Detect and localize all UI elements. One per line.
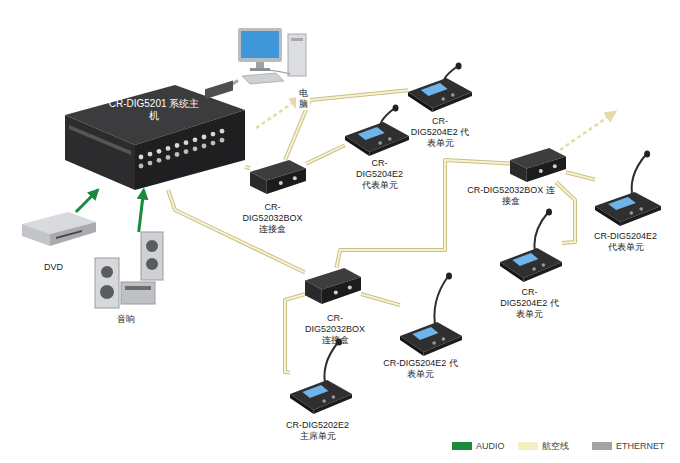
legend-text: ETHERNET — [616, 441, 665, 452]
chairman-unit: CR-DIG5202E2 主席单元 — [290, 338, 352, 414]
cable-outline — [245, 167, 250, 169]
device-label: CR-DIG5204E2 代表单元 — [408, 116, 472, 149]
cable-connector — [245, 167, 250, 169]
connection-box: CR-DIG52032BOX 连接盒 — [305, 268, 361, 304]
device-label: CR-DIG5204E2 代表单元 — [590, 231, 661, 253]
extension-cable — [560, 112, 615, 150]
cable-outline — [566, 172, 595, 179]
legend-swatch — [518, 442, 538, 450]
connection-box-illustration — [510, 148, 566, 182]
delegate-unit: CR-DIG5204E2 代表单元 — [345, 104, 409, 156]
cable-line — [285, 294, 305, 372]
legend-text: AUDIO — [476, 441, 505, 452]
cable-connector — [168, 190, 305, 273]
delegate-unit-illustration — [408, 62, 472, 112]
cable-outline — [361, 294, 400, 305]
device-label: CR-DIG52032BOX 连接盒 — [466, 185, 556, 207]
audio-line — [76, 190, 98, 212]
cable-connector — [306, 145, 345, 164]
cable-line — [566, 172, 595, 179]
device-label: CR-DIG52032BOX 连接盒 — [304, 313, 366, 346]
speaker-illustration — [95, 232, 173, 310]
extension-cable — [256, 98, 300, 128]
delegate-unit: CR-DIG5204E2 代表单元 — [400, 272, 462, 356]
legend-swatch — [452, 442, 472, 450]
cable-connector — [556, 182, 575, 243]
cable-line — [245, 167, 250, 169]
delegate-unit-illustration — [500, 208, 562, 282]
device-label: CR-DIG5204E2 代表单元 — [497, 287, 562, 320]
dvd-player: DVD — [22, 212, 96, 246]
delegate-unit: CR-DIG5204E2 代表单元 — [408, 62, 472, 112]
delegate-unit-illustration — [290, 338, 352, 414]
device-label: CR-DIG5204E2 代表单元 — [350, 158, 409, 191]
connection-box-illustration — [250, 160, 306, 194]
delegate-unit: CR-DIG5204E2 代表单元 — [595, 150, 661, 226]
device-label: CR-DIG52032BOX 连接盒 — [239, 202, 306, 235]
cable-connector — [566, 172, 595, 179]
legend-text: 航空线 — [542, 441, 569, 452]
cable-connector — [285, 294, 305, 372]
cable-line — [306, 145, 345, 164]
computer: 电脑 — [238, 28, 310, 86]
device-label: 电脑 — [296, 88, 310, 110]
connection-box: CR-DIG52032BOX 连接盒 — [250, 160, 306, 194]
audio-connector — [76, 190, 98, 212]
device-label: CR-DIG5204E2 代表单元 — [379, 358, 462, 380]
delegate-unit-illustration — [595, 150, 661, 226]
cable-line — [168, 190, 305, 273]
cable-outline — [168, 190, 305, 273]
cable-connector — [361, 294, 400, 305]
device-title: CR-DIG5201 系统主机 — [107, 98, 201, 122]
cable-line — [361, 294, 400, 305]
cable-outline — [306, 145, 345, 164]
delegate-unit-illustration — [400, 272, 462, 356]
audio-connector — [139, 190, 144, 232]
dvd-player-illustration — [22, 212, 96, 246]
device-label: CR-DIG5202E2 主席单元 — [283, 420, 352, 442]
device-label: 音响 — [116, 314, 136, 325]
delegate-unit-illustration — [345, 104, 409, 156]
connection-box: CR-DIG52032BOX 连接盒 — [510, 148, 566, 182]
computer-illustration — [238, 28, 310, 86]
device-label: DVD — [43, 262, 64, 273]
host-unit: CR-DIG5201 系统主机 — [55, 85, 245, 190]
cable-outline — [556, 182, 575, 243]
cable-line — [556, 182, 575, 243]
audio-line — [139, 190, 144, 232]
cable-outline — [285, 294, 305, 372]
delegate-unit: CR-DIG5204E2 代表单元 — [500, 208, 562, 282]
connection-box-illustration — [305, 268, 361, 304]
legend-swatch — [592, 442, 612, 450]
speaker: 音响 — [95, 232, 173, 310]
